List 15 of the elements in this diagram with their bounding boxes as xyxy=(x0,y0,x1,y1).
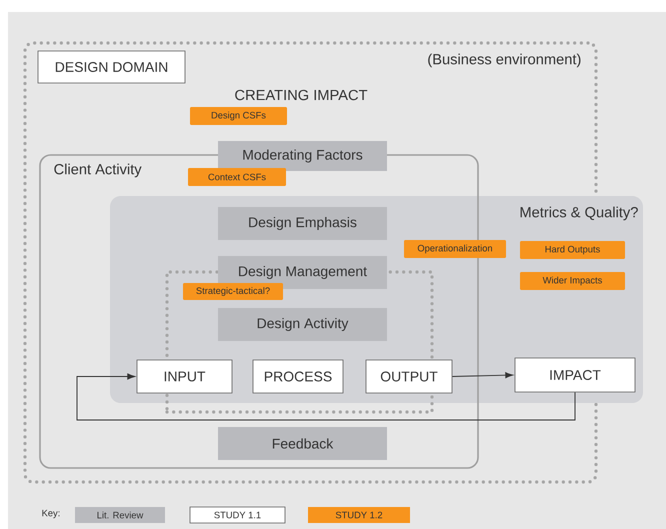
factor-tag: Hard Outputs xyxy=(520,241,625,259)
title-box: DESIGN DOMAIN xyxy=(38,50,186,84)
arrow xyxy=(76,374,576,420)
key-label: Key: xyxy=(42,510,60,518)
factor-box: Moderating Factors xyxy=(218,141,387,171)
arrow xyxy=(452,372,514,378)
heading: CREATING IMPACT xyxy=(235,90,368,100)
process-box: IMPACT xyxy=(514,358,636,392)
factor-tag: Design CSFs xyxy=(190,107,287,125)
concept-box: Design Emphasis xyxy=(218,207,387,240)
concept-box: Feedback xyxy=(218,427,387,460)
factor-tag: Wider Impacts xyxy=(520,272,625,290)
process-box: INPUT xyxy=(136,360,232,394)
process-box: OUTPUT xyxy=(366,360,452,394)
factor-tag: Context CSFs xyxy=(188,168,286,186)
